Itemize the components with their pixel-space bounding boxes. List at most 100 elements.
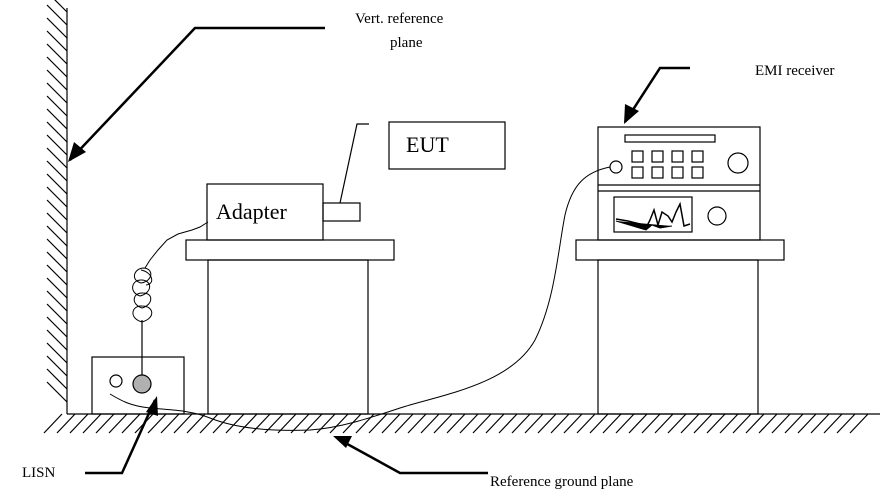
ground-hatch-line [173,413,193,434]
ground-hatch-line [121,413,141,434]
wall-hatch-line [46,238,68,260]
ground-hatch-line [160,413,180,434]
ground-hatch-line [147,413,167,434]
emi-receiver-label: EMI receiver [755,63,835,79]
ground-hatch-line [368,413,388,434]
pointer-arrows [69,26,690,475]
vertical-reference-plane [46,0,68,414]
wall-hatch-line [46,342,68,364]
eut-table [185,239,395,415]
wall-hatch-line [46,147,68,169]
adapter-to-eut-cable [339,123,369,204]
ground-hatch-line [563,413,583,434]
ground-hatch-line [667,413,687,434]
ground-hatch-line [706,413,726,434]
ground-hatch-line [641,413,661,434]
receiver-button [671,150,684,163]
ground-hatch-line [693,413,713,434]
ground-hatch-line [602,413,622,434]
wall-hatch-line [46,82,68,104]
receiver-button [651,150,664,163]
receiver-button [631,166,644,179]
ground-hatch-line [550,413,570,434]
ground-hatch-line [342,413,362,434]
ground-hatch-line [316,413,336,434]
wall-hatch-line [46,186,68,208]
receiver-table [575,239,785,415]
ground-hatch-line [654,413,674,434]
wall-hatch-line [46,355,68,377]
ground-hatch-line [784,413,804,434]
wall-hatch-line [46,329,68,351]
receiver-button [691,150,704,163]
emi-receiver [597,126,761,241]
wall-hatch-line [54,0,68,13]
wall-hatch-line [46,4,68,26]
wall-hatch-line [46,69,68,91]
ground-hatch-line [732,413,752,434]
wall-hatch-line [46,251,68,273]
ground-hatch-line [498,413,518,434]
ground-plane-label: Reference ground plane [490,474,634,490]
ground-hatch-line [108,413,128,434]
wall-hatch-line [46,290,68,312]
ground-hatch-line [836,413,856,434]
ground-hatch-line [69,413,89,434]
receiver-button [671,166,684,179]
adapter-plug [322,202,361,222]
eut-box [388,121,506,170]
wall-hatch-line [46,277,68,299]
reference-ground-plane [43,413,880,434]
ground-hatch-line [199,413,219,434]
wall-hatch-line [46,368,68,390]
ground-hatch-line [251,413,271,434]
ground-hatch-line [589,413,609,434]
vert-ref-label-1: Vert. reference [355,11,444,27]
wall-hatch-line [46,160,68,182]
ground-hatch-line [43,413,63,434]
wall-hatch-line [46,264,68,286]
ground-hatch-line [56,413,76,434]
wall-hatch-line [46,121,68,143]
ground-hatch-line [290,413,310,434]
ground-hatch-line [95,413,115,434]
cable-ferrite-loops [132,267,153,323]
ground-hatch-line [225,413,245,434]
wall-hatch-line [46,199,68,221]
wall-hatch-line [46,95,68,117]
ground-hatch-line [394,413,414,434]
ground-hatch-line [615,413,635,434]
ground-hatch-line [680,413,700,434]
ground-hatch-line [381,413,401,434]
ground-hatch-line [537,413,557,434]
receiver-button [691,166,704,179]
receiver-to-lisn-cable [109,166,611,431]
lisn-box [91,320,185,415]
wall-hatch-line [46,43,68,65]
vert-ref-label-2: plane [390,35,423,51]
ground-hatch-line [797,413,817,434]
adapter-label: Adapter [216,199,287,224]
receiver-button [651,166,664,179]
eut-label: EUT [406,132,449,157]
ground-hatch-line [810,413,830,434]
ground-hatch-line [823,413,843,434]
wall-hatch-line [46,108,68,130]
ground-hatch-line [745,413,765,434]
lisn-label: LISN [22,465,56,481]
receiver-button [631,150,644,163]
ground-hatch-line [329,413,349,434]
ground-hatch-line [212,413,232,434]
ground-hatch-line [511,413,531,434]
ground-hatch-line [459,413,479,434]
ground-hatch-line [420,413,440,434]
ground-hatch-line [771,413,791,434]
ground-hatch-line [446,413,466,434]
ground-hatch-line [186,413,206,434]
arrowhead-ground [333,436,352,448]
ground-hatch-line [719,413,739,434]
wall-hatch-line [46,30,68,52]
ground-hatch-line [238,413,258,434]
